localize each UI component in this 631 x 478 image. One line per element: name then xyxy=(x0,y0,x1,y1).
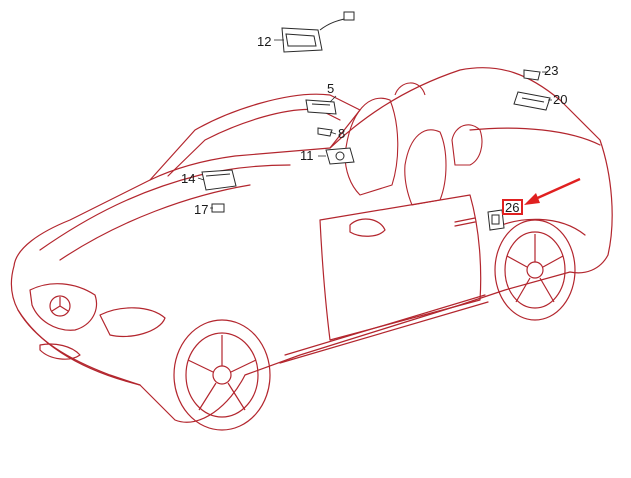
highlight-box xyxy=(502,199,523,215)
driver-seat xyxy=(344,97,399,196)
rear-rim xyxy=(504,231,566,309)
door-handle xyxy=(454,217,476,227)
rear-wheel xyxy=(494,219,576,321)
part-14-module xyxy=(201,169,237,191)
highlight-arrow xyxy=(524,177,581,205)
part-12-interior-light-unit xyxy=(281,11,355,53)
front-rim xyxy=(185,332,259,418)
rear-hub xyxy=(526,261,544,279)
windshield xyxy=(149,93,361,181)
part-23-bulb xyxy=(523,69,541,81)
rear-spokes xyxy=(506,234,564,303)
part-8-bulb xyxy=(317,127,333,137)
callout-26-highlight: 26 xyxy=(502,199,523,215)
emblem xyxy=(49,295,71,317)
car-body-outline xyxy=(10,67,613,423)
callout-11: 11 xyxy=(300,148,314,163)
callout-23: 23 xyxy=(544,63,558,78)
parts xyxy=(201,11,551,231)
part-11-lamp xyxy=(325,147,355,165)
part-20-lamp xyxy=(513,91,551,111)
rear-tire xyxy=(494,219,576,321)
callout-5: 5 xyxy=(327,81,334,96)
fog-light xyxy=(39,343,81,360)
part-17-bulb xyxy=(211,203,225,213)
hood-crease xyxy=(59,184,251,261)
callout-17: 17 xyxy=(194,202,208,217)
car-outline xyxy=(10,67,613,423)
hood-line xyxy=(39,164,291,251)
door-outline xyxy=(319,194,482,341)
seats xyxy=(344,82,483,206)
front-spokes xyxy=(187,335,257,411)
callout-14: 14 xyxy=(181,171,195,186)
grille xyxy=(29,283,97,331)
callout-8: 8 xyxy=(338,126,345,141)
front-wheel xyxy=(173,319,271,431)
front-bumper xyxy=(17,309,141,386)
side-skirt xyxy=(279,294,489,364)
callout-20: 20 xyxy=(553,92,567,107)
callout-12: 12 xyxy=(257,34,271,49)
part-5-switch xyxy=(305,99,337,115)
part-26-door-lamp xyxy=(487,209,505,231)
rear-headrest xyxy=(451,124,483,166)
roll-hoop xyxy=(394,82,426,96)
callout-labels: 12 5 8 11 14 17 23 20 26 xyxy=(181,34,567,217)
front-hub xyxy=(212,365,232,385)
wheels xyxy=(49,219,576,431)
side-mirror xyxy=(349,218,386,237)
headlight xyxy=(99,307,166,338)
leader-lines xyxy=(197,39,552,209)
passenger-seat xyxy=(404,129,447,206)
rear-deck xyxy=(469,127,601,146)
callout-26: 26 xyxy=(505,200,519,215)
front-tire xyxy=(173,319,271,431)
